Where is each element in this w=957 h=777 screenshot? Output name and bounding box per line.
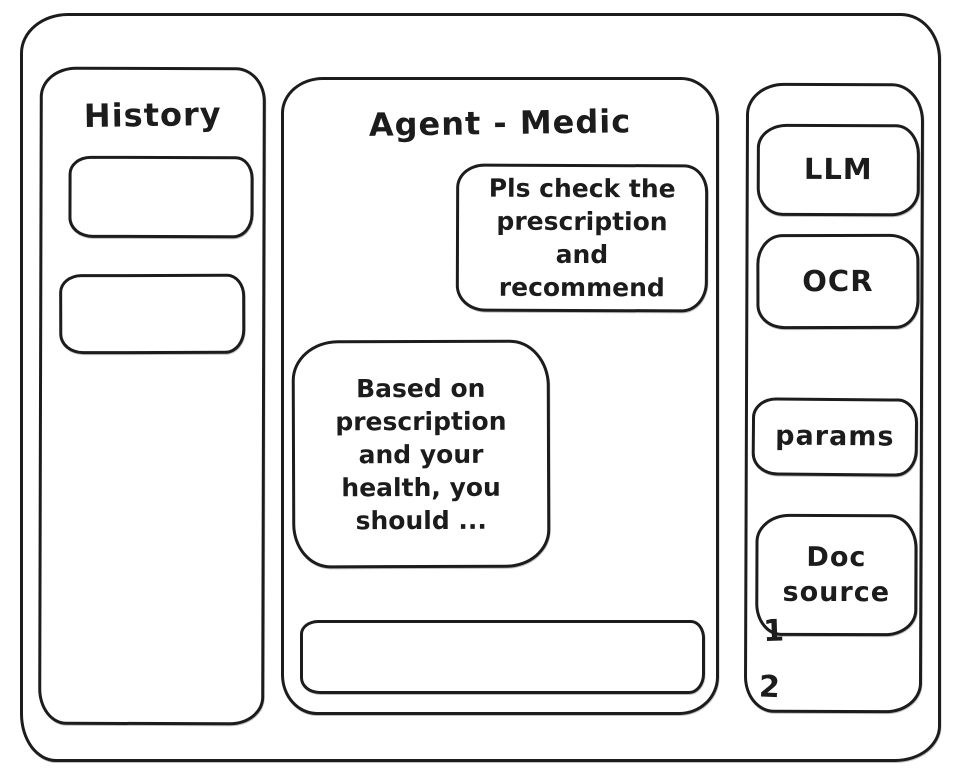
history-item[interactable] [68, 155, 254, 239]
app-window-frame: History Agent - Medic Pls check the pres… [20, 13, 941, 762]
llm-button[interactable]: LLM [756, 123, 920, 217]
chat-title: Agent - Medic [368, 102, 632, 144]
ocr-button[interactable]: OCR [756, 233, 920, 330]
history-panel: History [38, 66, 266, 726]
user-message-text: Pls check the prescription and recommend [488, 173, 676, 303]
user-message-bubble: Pls check the prescription and recommend [455, 163, 709, 313]
chat-panel: Agent - Medic Pls check the prescription… [281, 77, 719, 715]
agent-message-bubble: Based on prescription and your health, y… [291, 339, 551, 569]
params-button[interactable]: params [751, 397, 919, 477]
doc-source-item[interactable]: 2 [758, 669, 781, 706]
message-input[interactable] [300, 620, 705, 694]
doc-source-item[interactable]: 1 [762, 613, 785, 650]
history-panel-title: History [83, 94, 222, 136]
history-item[interactable] [59, 273, 246, 355]
tools-panel: LLM OCR params Doc source 1 2 [743, 82, 925, 714]
agent-message-text: Based on prescription and your health, y… [335, 373, 507, 535]
